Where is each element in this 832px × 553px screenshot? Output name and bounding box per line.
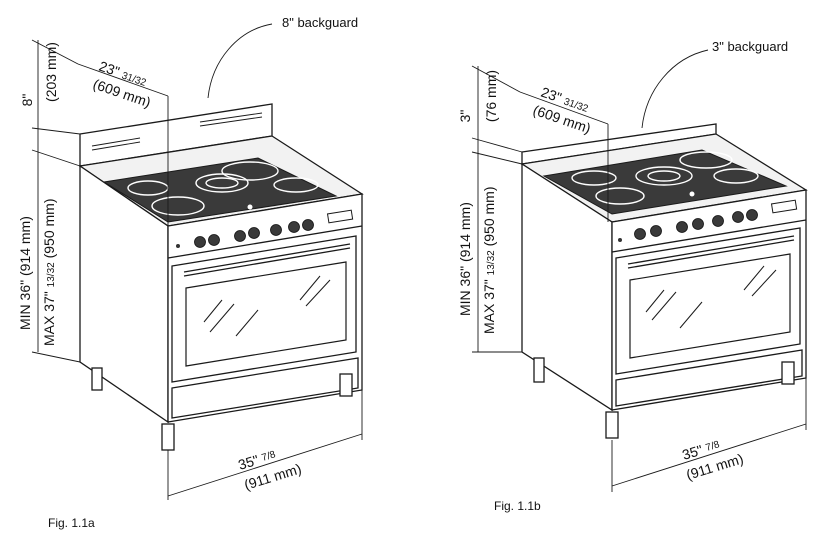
oven-window-a (185, 261, 347, 367)
backguard-callout-line-a (207, 23, 273, 99)
leg-a-2 (161, 423, 175, 451)
indicator-light-icon (176, 244, 180, 248)
min-height-a: MIN 36" (914 mm) (17, 216, 33, 330)
leg-a-3 (339, 373, 353, 397)
knob-icon (194, 236, 206, 248)
clock-display-icon (770, 199, 798, 214)
width-a: 35" 7/8 (236, 446, 278, 473)
knob-icon (692, 218, 704, 230)
knob-icon (234, 230, 246, 242)
oven-door-b (615, 227, 801, 375)
caption-a: Fig. 1.1a (48, 516, 95, 530)
backguard-label-a: 8" backguard (282, 15, 358, 30)
max-height-a: MAX 37" 13/32 (950 mm) (41, 199, 57, 347)
oven-window-b (629, 253, 791, 359)
knob-icon (732, 211, 744, 223)
clock-display-icon (326, 209, 354, 224)
knob-icon (302, 219, 314, 231)
cooking-glass-a (102, 157, 338, 223)
knob-icon (712, 215, 724, 227)
knob-icon (288, 221, 300, 233)
burner-b-5 (713, 168, 759, 184)
backguard-height-mm-a: (203 mm) (43, 42, 59, 102)
backguard-height-a: 8" (19, 94, 35, 107)
oven-door-a (171, 235, 357, 383)
burner-a-4 (221, 161, 279, 181)
burner-b-3 (635, 166, 693, 186)
burner-b-4 (679, 151, 733, 169)
figure-b: 3" backguard (457, 39, 808, 513)
knob-icon (676, 221, 688, 233)
burner-a-3 (195, 173, 249, 193)
knob-icon (650, 225, 662, 237)
door-handle-b (627, 235, 795, 265)
min-height-b: MIN 36" (914 mm) (457, 202, 473, 316)
control-knobs-b (618, 199, 798, 242)
burner-a-2 (151, 196, 205, 216)
figure-a: 8" backguard (17, 15, 364, 530)
leg-b-1 (533, 357, 545, 383)
backguard-height-b: 3" (457, 110, 473, 123)
backguard-height-mm-b: (76 mm) (483, 70, 499, 122)
caption-b: Fig. 1.1b (494, 499, 541, 513)
width-b: 35" 7/8 (680, 436, 722, 463)
knob-icon (270, 224, 282, 236)
backguard-callout-line-b (641, 49, 709, 129)
max-height-b: MAX 37" 13/32 (950 mm) (481, 187, 497, 335)
knob-icon (634, 228, 646, 240)
burner-a-5 (273, 177, 319, 193)
knob-icon (248, 227, 260, 239)
burner-b-1 (571, 170, 617, 186)
knob-icon (746, 209, 758, 221)
indicator-light-icon (618, 238, 622, 242)
backguard-label-b: 3" backguard (712, 39, 788, 54)
storage-drawer-b (615, 349, 803, 407)
burner-b-2 (595, 187, 645, 205)
storage-drawer-a (171, 357, 359, 419)
leg-b-3 (781, 361, 795, 385)
door-handle-a (183, 243, 351, 273)
leg-b-2 (605, 411, 619, 439)
control-knobs-a (176, 209, 354, 248)
knob-icon (208, 234, 220, 246)
leg-a-1 (91, 367, 103, 391)
